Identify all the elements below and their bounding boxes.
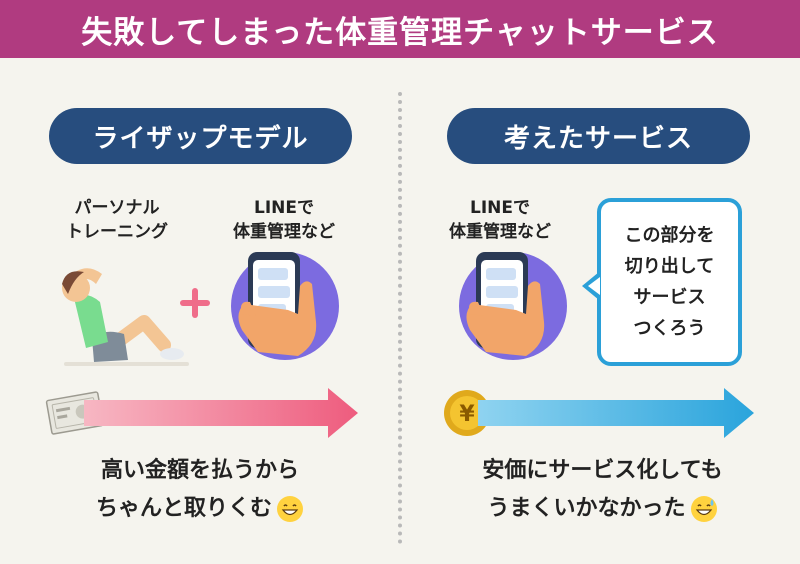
sit-up-person-icon (62, 268, 189, 366)
line-management-label-left: LINEで 体重管理など (233, 198, 335, 242)
left-heading: ライザップモデル (92, 123, 309, 154)
speech-bubble-tail-inner (588, 277, 600, 295)
left-caption-line2-row: ちゃんと取りくむ (40, 490, 360, 528)
right-caption: 安価にサービス化しても うまくいかなかった (430, 452, 775, 528)
column-divider (398, 92, 402, 544)
page-title: 失敗してしまった体重管理チャットサービス (81, 14, 719, 51)
left-caption: 高い金額を払うから ちゃんと取りくむ (40, 452, 360, 528)
sweat-grin-emoji-icon (690, 496, 717, 522)
line-management-label-right: LINEで 体重管理など (449, 198, 551, 242)
smartphone-in-hand-icon (459, 252, 567, 360)
title-banner: 失敗してしまった体重管理チャットサービス (0, 0, 800, 58)
plus-icon (180, 288, 210, 318)
right-heading-pill: 考えたサービス (447, 108, 750, 164)
speech-bubble: この部分を 切り出して サービス つくろう (597, 198, 742, 366)
right-caption-line1: 安価にサービス化しても (482, 458, 723, 483)
right-caption-line2-row: うまくいかなかった (430, 490, 775, 528)
right-progress-arrow (478, 388, 754, 438)
left-heading-pill: ライザップモデル (49, 108, 352, 164)
left-caption-line1: 高い金額を払うから (100, 458, 299, 483)
right-heading: 考えたサービス (503, 123, 693, 154)
left-caption-line2: ちゃんと取りくむ (95, 496, 272, 521)
yen-coin-symbol: ¥ (459, 402, 475, 427)
smartphone-in-hand-icon (231, 252, 339, 360)
speech-bubble-text: この部分を 切り出して サービス つくろう (624, 225, 715, 339)
right-caption-line2: うまくいかなかった (487, 496, 686, 521)
left-progress-arrow (84, 388, 358, 438)
grin-emoji-icon (277, 496, 303, 522)
personal-training-label: パーソナル トレーニング (66, 198, 168, 242)
